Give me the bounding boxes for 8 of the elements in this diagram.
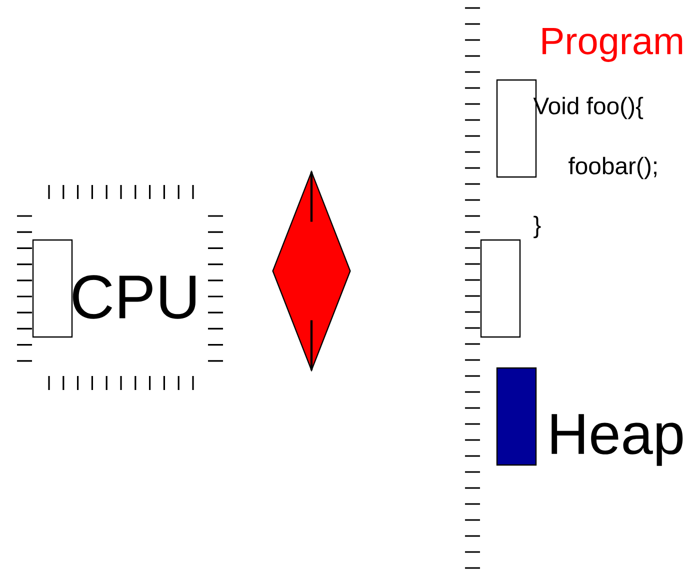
label-text: foobar(); <box>568 156 656 180</box>
label-text: Heap <box>552 414 683 466</box>
heap-block <box>496 367 537 466</box>
label-text: Program <box>542 28 682 62</box>
register-box <box>32 239 73 338</box>
label-text: } <box>534 216 541 238</box>
label-text: CPU <box>72 275 196 319</box>
register-box <box>480 239 521 338</box>
